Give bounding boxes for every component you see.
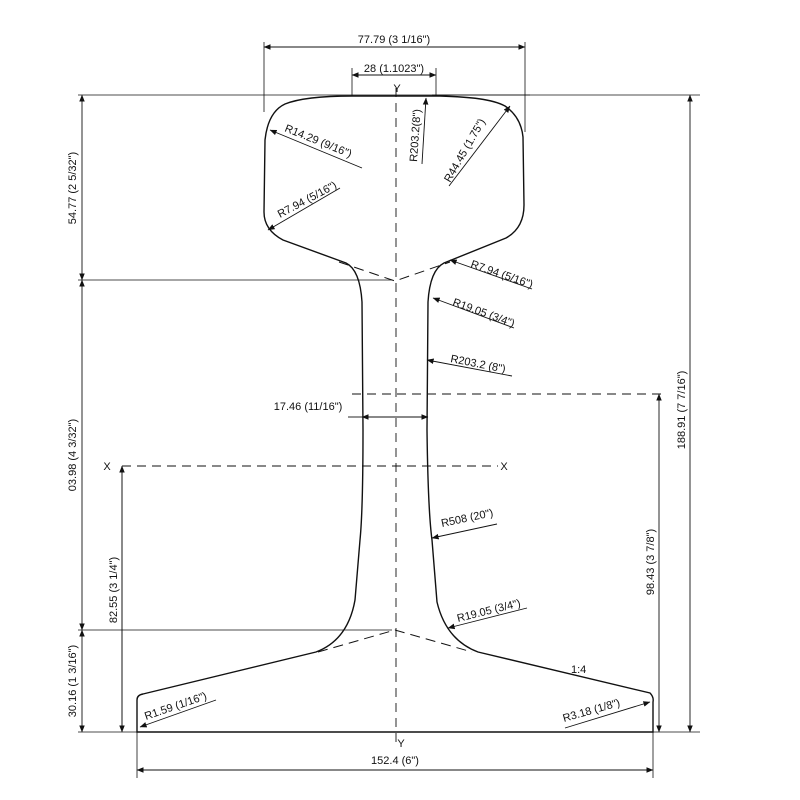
radius-base-right: R3.18 (1/8") — [562, 697, 651, 729]
radius-head-lower-right: R7.94 (5/16") — [449, 258, 534, 291]
dimension-overall-height: 188.91 (7 7/16") — [676, 94, 693, 733]
r-head-corner-label: R14.29 (9/16") — [283, 123, 353, 161]
head-width-label: 77.79 (3 1/16") — [358, 34, 430, 46]
x-axis-label-right: X — [500, 461, 508, 473]
r-head-lower-right-label: R7.94 (5/16") — [469, 258, 534, 291]
crown-width-label: 28 (1.1023") — [364, 63, 424, 75]
upper-height-label: 98.43 (3 7/8") — [645, 529, 657, 595]
radius-crown: R203.2(8") — [408, 97, 429, 165]
hidden-lines — [317, 261, 473, 653]
radius-head-lower-left: R7.94 (5/16") — [267, 180, 341, 231]
head-height-label: 54.77 (2 5/32") — [67, 152, 79, 224]
r-head-side-label: R44.45 (1.75") — [442, 117, 488, 185]
rail-profile-outline — [136, 95, 654, 733]
dimension-neutral-axis-height: 82.55 (3 1/4") — [108, 465, 125, 733]
dimension-head-height: 54.77 (2 5/32") — [67, 94, 85, 281]
r-web-upper-label: R203.2 (8") — [449, 353, 506, 375]
r-base-right-label: R3.18 (1/8") — [562, 697, 622, 725]
web-height-label: 03.98 (4 3/32") — [67, 419, 79, 491]
extension-lines — [78, 42, 700, 778]
dimension-crown-width: 28 (1.1023") — [351, 63, 437, 78]
x-axis-label-left: X — [103, 461, 111, 473]
overall-height-label: 188.91 (7 7/16") — [676, 371, 688, 450]
base-width-label: 152.4 (6") — [371, 755, 419, 767]
radius-base-left: R1.59 (1/16") — [139, 690, 217, 728]
base-height-label: 30.16 (1 3/16") — [67, 645, 79, 717]
web-thickness-label: 17.46 (11/16") — [274, 401, 343, 413]
dimension-web-height: 03.98 (4 3/32") — [67, 279, 85, 631]
dimension-base-height: 30.16 (1 3/16") — [67, 629, 85, 733]
radius-fillet-upper: R19.05 (3/4") — [432, 297, 516, 331]
y-axis-label-top: Y — [393, 83, 401, 95]
radius-head-corner: R14.29 (9/16") — [269, 123, 363, 169]
r-head-lower-left-label: R7.94 (5/16") — [276, 180, 339, 221]
r-crown-label: R203.2(8") — [408, 109, 424, 163]
dimension-upper-height: 98.43 (3 7/8") — [645, 393, 662, 733]
r-fillet-lower-label: R19.05 (3/4") — [456, 598, 522, 625]
radius-web-upper: R203.2 (8") — [426, 353, 513, 377]
base-slope-label: 1:4 — [571, 664, 586, 676]
neutral-axis-height-label: 82.55 (3 1/4") — [108, 557, 120, 623]
radius-fillet-lower: R19.05 (3/4") — [447, 598, 528, 630]
radius-head-side: R44.45 (1.75") — [442, 105, 511, 187]
dimension-base-width: 152.4 (6") — [136, 755, 654, 773]
dimension-head-width: 77.79 (3 1/16") — [263, 34, 526, 50]
radius-web: R508 (20") — [431, 507, 498, 540]
y-axis-label-bottom: Y — [397, 738, 405, 750]
dimension-web-thickness: 17.46 (11/16") — [274, 401, 429, 420]
center-lines — [122, 88, 662, 742]
r-fillet-upper-label: R19.05 (3/4") — [451, 297, 516, 331]
